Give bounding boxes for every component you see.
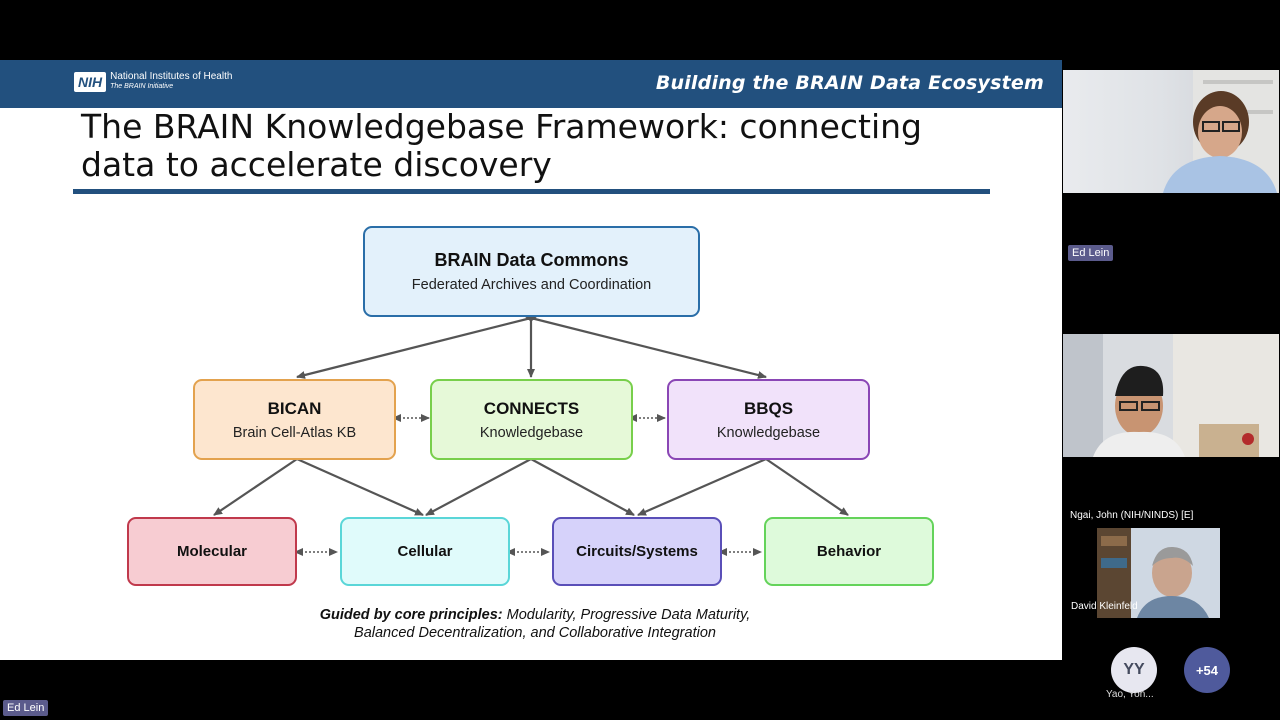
- nih-logo-line1: National Institutes of Health: [110, 71, 233, 82]
- participant-avatar-yy[interactable]: YY: [1111, 647, 1157, 693]
- speaker-video-frame: [1163, 70, 1279, 193]
- circuits-label: Circuits/Systems: [576, 543, 698, 560]
- nih-logo-line2: The BRAIN Initiative: [110, 83, 174, 90]
- arrow-bbqs-behavior: [765, 458, 849, 516]
- active-speaker-tag: Ed Lein: [3, 700, 49, 716]
- behavior-label: Behavior: [816, 543, 882, 560]
- commons-title: BRAIN Data Commons: [434, 250, 629, 270]
- bican-box: BICAN Brain Cell-Atlas KB: [193, 379, 396, 460]
- bbqs-box: BBQS Knowledgebase: [667, 379, 870, 460]
- nih-logo-badge: NIH: [74, 72, 107, 92]
- bican-title: BICAN: [267, 398, 322, 418]
- slide-title: The BRAIN Knowledgebase Framework: conne…: [81, 108, 1011, 184]
- more-participants-count: +54: [1195, 662, 1219, 678]
- bbqs-subtitle: Knowledgebase: [716, 424, 821, 441]
- title-divider: [73, 189, 990, 194]
- arrow-bbqs-circuits: [637, 457, 767, 517]
- brain-data-commons-box: BRAIN Data Commons Federated Archives an…: [363, 226, 700, 317]
- arrow-commons-bican: [296, 314, 538, 379]
- core-principles-text: Guided by core principles: Modularity, P…: [300, 606, 770, 642]
- participant-name-kleinfeld: David Kleinfeld: [1071, 601, 1138, 612]
- arrow-connects-circuits: [530, 458, 635, 516]
- participant-video-tile-kleinfeld[interactable]: [1097, 528, 1220, 618]
- shared-slide: NIH National Institutes of Health The BR…: [0, 60, 1062, 660]
- participant-video-frame-ngai: [1063, 334, 1279, 457]
- connects-subtitle: Knowledgebase: [479, 424, 584, 441]
- arrow-commons-bbqs: [524, 314, 767, 379]
- circuits-systems-box: Circuits/Systems: [552, 517, 722, 586]
- arrow-bican-molecular: [213, 458, 298, 516]
- participant-name-ngai: Ngai, John (NIH/NINDS) [E]: [1070, 510, 1194, 521]
- participant-video-tile-ngai[interactable]: [1063, 334, 1279, 457]
- connects-box: CONNECTS Knowledgebase: [430, 379, 633, 460]
- avatar-initials: YY: [1123, 661, 1145, 678]
- speaker-name-tag: Ed Lein: [1068, 245, 1114, 261]
- slide-banner: NIH National Institutes of Health The BR…: [0, 60, 1062, 108]
- principles-lead: Guided by core principles:: [319, 607, 503, 623]
- nih-logo: NIH National Institutes of Health The BR…: [74, 72, 232, 92]
- principles-rest1: Modularity, Progressive Data Maturity,: [502, 607, 751, 623]
- cellular-label: Cellular: [397, 543, 453, 560]
- connects-title: CONNECTS: [483, 398, 580, 418]
- participant-video-frame-kleinfeld: [1097, 528, 1220, 618]
- molecular-label: Molecular: [176, 543, 248, 560]
- diagram-arrows: [213, 311, 849, 556]
- principles-line2: Balanced Decentralization, and Collabora…: [354, 625, 716, 641]
- banner-title: Building the BRAIN Data Ecosystem: [655, 72, 1044, 94]
- behavior-box: Behavior: [764, 517, 934, 586]
- molecular-box: Molecular: [127, 517, 297, 586]
- speaker-video-tile[interactable]: [1063, 70, 1279, 193]
- slide-title-line2: data to accelerate discovery: [81, 145, 552, 184]
- arrow-connects-cellular: [425, 458, 532, 516]
- participant-name-yao: Yao, Yon...: [1106, 689, 1154, 700]
- arrow-bican-cellular: [296, 457, 424, 517]
- commons-subtitle: Federated Archives and Coordination: [411, 277, 652, 293]
- cellular-box: Cellular: [340, 517, 510, 586]
- slide-title-line1: The BRAIN Knowledgebase Framework: conne…: [81, 107, 923, 146]
- bican-subtitle: Brain Cell-Atlas KB: [232, 424, 357, 441]
- more-participants-button[interactable]: +54: [1184, 647, 1230, 693]
- bbqs-title: BBQS: [743, 398, 794, 418]
